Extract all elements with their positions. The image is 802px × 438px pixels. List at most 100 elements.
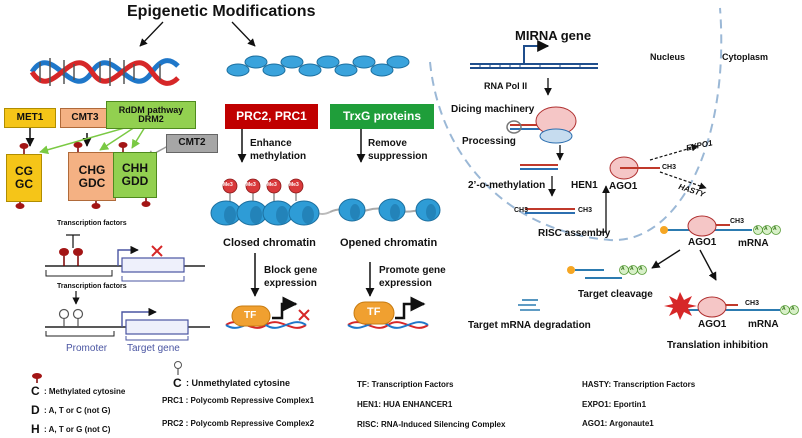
legend-d-letter: D — [31, 403, 40, 417]
chg-context-box: CHG GDC — [68, 152, 116, 201]
rddm-box: RdDM pathway DRM2 — [106, 101, 196, 129]
legend-hasty: HASTY: Transcription Factors — [582, 380, 696, 389]
tf-blocked-diagram — [225, 296, 310, 329]
title-arrow-left — [139, 21, 164, 47]
rddm-label: RdDM pathway — [118, 104, 184, 115]
legend-ago1: AGO1: Argonaute1 — [582, 419, 654, 428]
polya-c2: A — [791, 306, 795, 312]
mirna-duplex-1 — [520, 164, 558, 170]
target-cleavage-fragments — [567, 265, 647, 279]
risc-assembly-label: RISC assembly — [538, 228, 611, 239]
met1-box: MET1 — [4, 108, 56, 128]
ago1-inhibition-label: AGO1 — [698, 319, 727, 330]
trxg-box: TrxG proteins — [330, 104, 434, 129]
processing-label: Processing — [462, 136, 516, 147]
polya-b2: A — [630, 266, 634, 272]
legend-unmethylated-symbol — [174, 361, 182, 375]
me3-label-4: Me3 — [289, 182, 299, 188]
chg-top-label: CHG — [78, 162, 106, 177]
cg-bottom-label: GC — [15, 177, 33, 191]
dna-helix-icon — [29, 58, 180, 86]
legend-expo1: EXPO1: Eportin1 — [582, 400, 647, 409]
prc-box: PRC2, PRC1 — [225, 104, 318, 129]
tf-promote-diagram — [347, 296, 429, 329]
me3-label-3: Me3 — [267, 182, 277, 188]
ago1-nucleus-label: AGO1 — [609, 181, 638, 192]
legend-prc1: PRC1 : Polycomb Repressive Complex1 — [162, 396, 315, 405]
legend-c-unmethylated-letter: C — [173, 376, 182, 390]
degradation-label: Target mRNA degradation — [468, 320, 591, 331]
enhance-line2: methylation — [250, 150, 307, 162]
ch3-cytoplasm-label: CH3 — [730, 218, 745, 225]
opened-chromatin-icon — [329, 198, 441, 222]
title-arrow-right — [231, 21, 256, 47]
legend-c-unmethylated-text: : Unmethylated cytosine — [186, 378, 291, 388]
polya-b3: A — [639, 266, 643, 272]
promote-line1: Promote gene — [379, 265, 446, 276]
remove-line2: suppression — [368, 150, 428, 162]
repressed-gene-diagram — [45, 234, 205, 282]
closed-chromatin-label: Closed chromatin — [223, 237, 316, 249]
methylase-arrows — [25, 126, 146, 155]
legend-c-methylated-letter: C — [31, 384, 40, 398]
mirna-gene-label: MIRNA gene — [515, 28, 592, 43]
ch3-inhibition-label: CH3 — [745, 300, 760, 307]
mirna-gene-diagram — [470, 40, 598, 69]
enhance-line1: Enhance — [250, 138, 292, 149]
closed-chromatin-icon — [210, 178, 331, 226]
legend-hen1: HEN1: HUA ENHANCER1 — [357, 400, 453, 409]
target-gene-label: Target gene — [127, 343, 180, 354]
mrna-label-1: mRNA — [738, 238, 769, 249]
active-gene-diagram — [45, 307, 210, 341]
dicing-machinery-label: Dicing machinery — [451, 104, 535, 115]
methylation-label: 2’-o-methylation — [468, 180, 546, 191]
promoter-label: Promoter — [66, 343, 108, 354]
mirna-duplex-methylated — [525, 208, 575, 214]
hen1-label: HEN1 — [571, 180, 598, 191]
tf-promote-label: TF — [367, 306, 381, 318]
cg-top-label: CG — [15, 164, 33, 179]
block-line1: Block gene — [264, 265, 318, 276]
remove-line1: Remove — [368, 138, 407, 149]
drm2-label: DRM2 — [138, 114, 164, 124]
dicing-machinery-icon — [506, 106, 577, 144]
ribosome-block-icon — [664, 292, 697, 320]
cmt3-box: CMT3 — [60, 108, 110, 128]
nucleus-boundary — [429, 7, 723, 242]
legend-risc: RISC: RNA-Induced Silencing Complex — [357, 420, 506, 429]
polya-b1: A — [621, 266, 625, 272]
ch3-ago1-label: CH3 — [662, 164, 677, 171]
diagram-title: Epigenetic Modifications — [127, 3, 316, 20]
cytoplasm-label: Cytoplasm — [722, 52, 769, 62]
tf-label-repressed: Transcription factors — [57, 220, 127, 227]
legend-prc2: PRC2 : Polycomb Repressive Complex2 — [162, 419, 315, 428]
legend-tf: TF: Transcription Factors — [357, 380, 454, 389]
cmt2-box: CMT2 — [166, 134, 218, 153]
tf-label-active: Transcription factors — [57, 283, 127, 290]
legend-d-text: : A, T or C (not G) — [44, 406, 111, 415]
translation-inhibition-label: Translation inhibition — [667, 340, 769, 351]
chg-bottom-label: GDC — [78, 175, 106, 190]
degraded-mrna-fragments — [518, 299, 540, 311]
legend-c-methylated-text: : Methylated cytosine — [44, 387, 126, 396]
me3-label-1: Me3 — [223, 182, 233, 188]
ago1-nucleus-icon — [609, 156, 660, 180]
polya-a1: A — [755, 226, 759, 232]
ago1-mrna-cytoplasm — [660, 215, 781, 237]
translation-inhibition-diagram — [664, 292, 799, 320]
chh-context-box: CHH GDD — [113, 152, 157, 198]
block-line2: expression — [264, 277, 317, 289]
ch3-left-label: CH3 — [514, 207, 529, 214]
legend-h-text: : A, T or G (not C) — [44, 425, 111, 434]
opened-chromatin-label: Opened chromatin — [340, 237, 438, 249]
me3-label-2: Me3 — [246, 182, 256, 188]
chh-bottom-label: GDD — [121, 174, 149, 188]
target-cleavage-label: Target cleavage — [578, 289, 653, 300]
ago1-cytoplasm-label: AGO1 — [688, 237, 717, 248]
polya-a2: A — [764, 226, 768, 232]
polya-a3: A — [773, 226, 777, 232]
